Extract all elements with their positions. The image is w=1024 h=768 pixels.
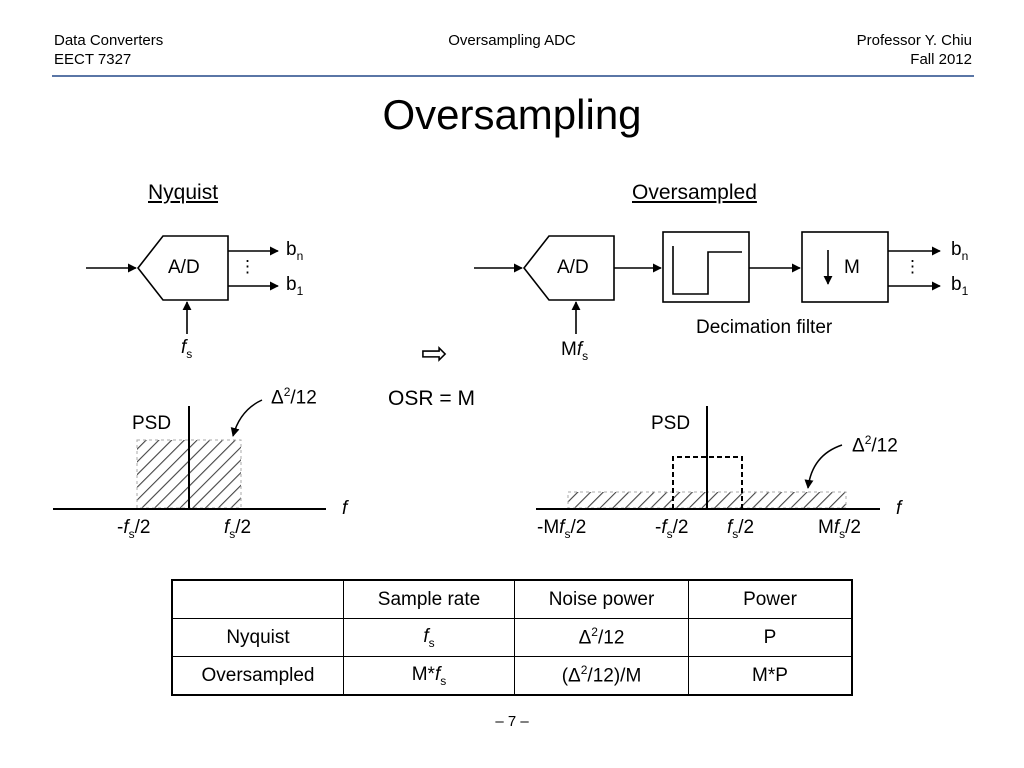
- oversampled-heading: Oversampled: [632, 181, 757, 204]
- implies-arrow-icon: ⇨: [421, 335, 448, 371]
- oversampled-bit-ellipsis: ⋮: [904, 257, 921, 276]
- nyquist-tick-neg-half-fs: -fs/2: [117, 517, 151, 541]
- page-number: – 7 –: [495, 713, 529, 730]
- nyquist-noise-level-label: Δ2/12: [271, 385, 317, 409]
- oversampled-tick-neg-half-mfs: -Mfs/2: [537, 517, 587, 541]
- osr-equation: OSR = M: [388, 387, 475, 410]
- decimation-filter-caption: Decimation filter: [696, 317, 833, 338]
- professor-name: Professor Y. Chiu: [856, 32, 972, 49]
- oversampled-clock-label: Mfs: [561, 339, 589, 363]
- decimation-filter-passband: [672, 456, 743, 509]
- noise-power-cell: (Δ2/12)/M: [514, 656, 689, 696]
- decimator-label: M: [844, 257, 860, 278]
- header-divider: [52, 75, 974, 77]
- oversampled-tick-neg-half-fs: -fs/2: [655, 517, 689, 541]
- nyquist-psd-label: PSD: [132, 413, 172, 434]
- sample-rate-cell: fs: [343, 618, 515, 657]
- nyquist-heading: Nyquist: [148, 181, 219, 204]
- nyquist-bit-ellipsis: ⋮: [239, 257, 256, 276]
- nyquist-adc-label: A/D: [168, 257, 200, 278]
- slide-title: Oversampling: [382, 91, 642, 138]
- nyquist-noise-level-pointer: [230, 399, 263, 437]
- row-label: Nyquist: [171, 618, 344, 657]
- table-header-cell: Power: [688, 579, 853, 619]
- table-header-cell: [171, 579, 344, 619]
- header-topic: Oversampling ADC: [448, 32, 576, 49]
- nyquist-msb-label: bn: [286, 239, 304, 263]
- noise-power-cell: Δ2/12: [514, 618, 689, 657]
- lowpass-response-icon: [672, 246, 742, 295]
- power-cell: P: [688, 618, 853, 657]
- nyquist-axis-label: f: [342, 498, 348, 519]
- power-cell: M*P: [688, 656, 853, 696]
- comparison-table: Sample rate Noise power Power Nyquist fs…: [171, 579, 853, 696]
- table-row: Nyquist fs Δ2/12 P: [171, 618, 853, 657]
- sample-rate-cell: M*fs: [343, 656, 515, 696]
- oversampled-noise-level-label: Δ2/12: [852, 433, 898, 457]
- nyquist-lsb-label: b1: [286, 274, 304, 298]
- decimator-block: [801, 231, 889, 303]
- decimation-filter-block: [662, 231, 750, 303]
- header-right: Professor Y. Chiu Fall 2012: [857, 31, 972, 69]
- oversampled-tick-half-fs: fs/2: [727, 517, 755, 541]
- table-header-row: Sample rate Noise power Power: [171, 579, 853, 619]
- row-label: Oversampled: [171, 656, 344, 696]
- oversampled-adc-label: A/D: [557, 257, 589, 278]
- oversampled-msb-label: bn: [951, 239, 969, 263]
- table-header-cell: Noise power: [514, 579, 689, 619]
- nyquist-tick-half-fs: fs/2: [224, 517, 252, 541]
- table-header-cell: Sample rate: [343, 579, 515, 619]
- term: Fall 2012: [910, 51, 972, 68]
- oversampled-axis-label: f: [896, 498, 902, 519]
- nyquist-clock-label: fs: [181, 337, 193, 361]
- header-left: Data Converters EECT 7327: [54, 31, 163, 69]
- oversampled-tick-half-mfs: Mfs/2: [818, 517, 861, 541]
- nyquist-adc-block: [136, 235, 229, 301]
- table-row: Oversampled M*fs (Δ2/12)/M M*P: [171, 656, 853, 696]
- course-code: EECT 7327: [54, 51, 132, 68]
- oversampled-psd-label: PSD: [651, 413, 691, 434]
- course-name: Data Converters: [54, 32, 164, 49]
- oversampled-noise-level-pointer: [804, 444, 843, 489]
- oversampled-lsb-label: b1: [951, 274, 969, 298]
